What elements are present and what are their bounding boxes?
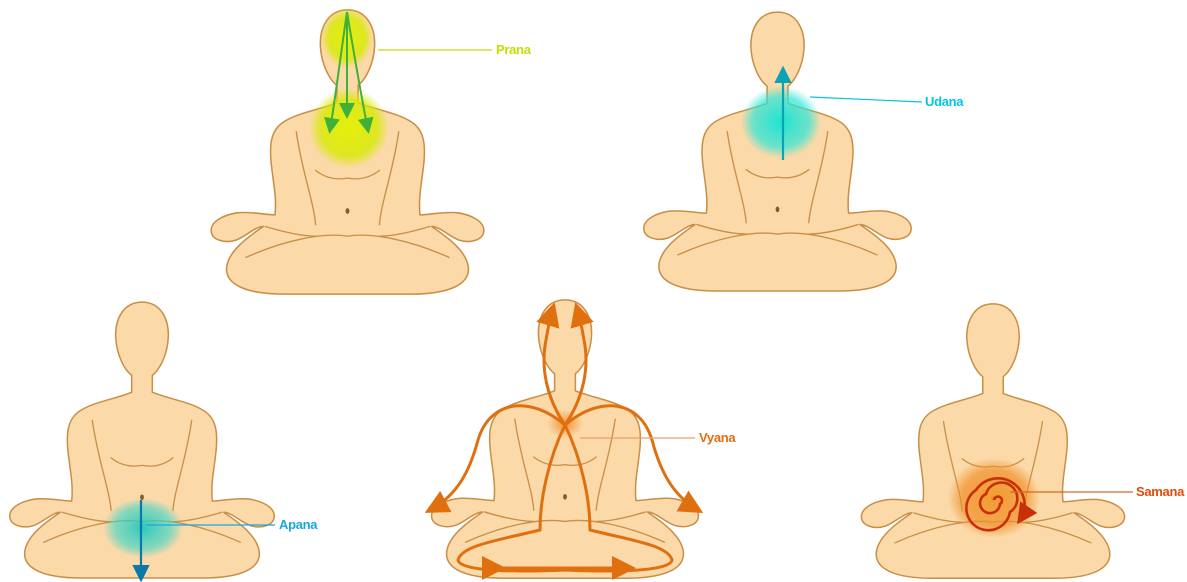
figure-vyana: Vyana [430,300,736,578]
apana-pelvis-glow [103,498,183,558]
vyana-label: Vyana [699,430,736,445]
udana-leader-line [810,97,922,102]
prana-chest-glow [309,88,389,168]
udana-chest-glow [741,86,821,158]
udana-label: Udana [925,94,964,109]
meditator-silhouette [432,300,699,578]
apana-label: Apana [279,517,318,532]
figure-udana: Udana [644,12,965,291]
prana-label: Prana [496,42,532,57]
samana-label: Samana [1136,484,1185,499]
figure-prana: Prana [211,8,532,294]
figure-samana: Samana [861,304,1185,578]
figure-apana: Apana [10,302,319,578]
